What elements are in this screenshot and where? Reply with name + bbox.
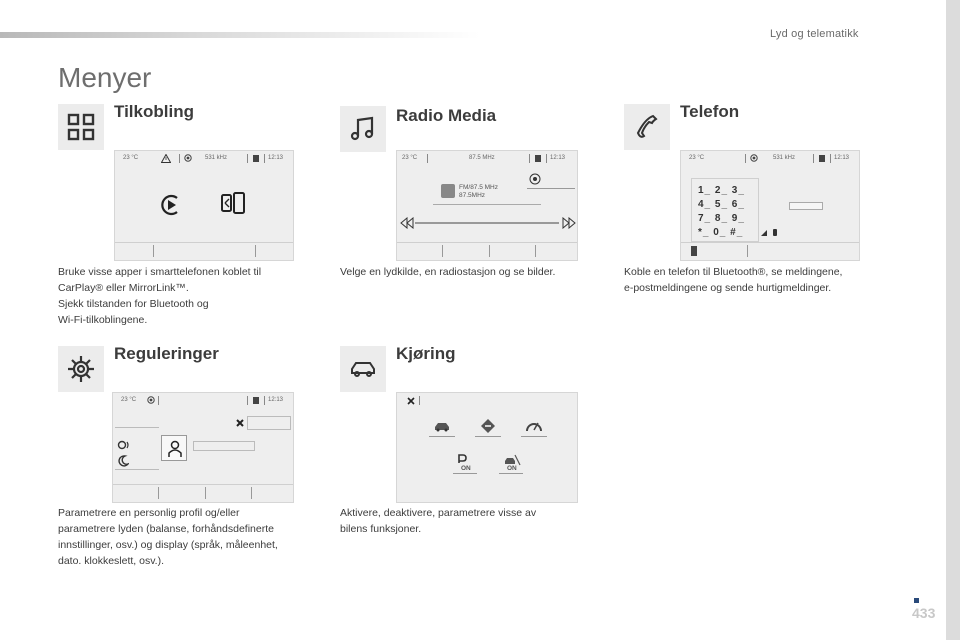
clock-readout: 12:13 [268, 155, 284, 161]
moon-icon[interactable] [117, 455, 129, 467]
tilkobling-screen: 23 °C 531 kHz 12:13 [114, 150, 294, 261]
keypad-row-4[interactable]: *_ 0_ #_ [698, 227, 744, 238]
number-field[interactable] [789, 202, 823, 210]
park-assist-icon[interactable] [457, 453, 473, 465]
telefon-title: Telefon [680, 102, 740, 121]
phone-handset-icon [624, 104, 670, 150]
music-note-icon [340, 106, 386, 152]
grid-icon [58, 104, 104, 150]
telefon-screen: 23 °C 531 kHz 12:13 1_ 2_ 3_ 4_ 5_ 6_ 7_… [680, 150, 860, 261]
telefon-tabbar [681, 242, 859, 260]
reguleringer-screen: 23 °C 12:13 [112, 392, 294, 503]
temp-readout: 23 °C [121, 397, 137, 403]
car-icon [340, 346, 386, 392]
keypad-row-1[interactable]: 1_ 2_ 3_ [698, 185, 745, 196]
clock-readout: 12:13 [268, 397, 284, 403]
signal-icon [184, 154, 192, 162]
frequency-readout: 531 kHz [773, 155, 796, 161]
gear-icon [58, 346, 104, 392]
car-function-icon[interactable] [433, 417, 451, 435]
phone-status-icon [253, 155, 259, 162]
phone-status-icon [535, 155, 541, 162]
car-alert-icon[interactable] [503, 453, 521, 467]
station-frequency: 87.5MHz [459, 192, 486, 199]
park-assist-on-label: ON [461, 465, 471, 472]
radio-media-description: Velge en lydkilde, en radiostasjon og se… [340, 266, 556, 278]
section-header: Lyd og telematikk [770, 28, 859, 40]
reguleringer-title: Reguleringer [114, 344, 219, 363]
kjoring-title: Kjøring [396, 344, 456, 363]
phone-status-icon [819, 155, 825, 162]
seek-bar[interactable] [399, 217, 577, 229]
close-icon[interactable] [235, 418, 245, 428]
temp-readout: 23 °C [689, 155, 705, 161]
user-profile-icon [168, 440, 182, 457]
tilkobling-title: Tilkobling [114, 102, 194, 121]
status-bar: 23 °C 531 kHz 12:13 [681, 151, 859, 165]
status-bar: 23 °C 531 kHz 12:13 [115, 151, 293, 165]
carplay-icon[interactable] [159, 193, 183, 217]
reguleringer-description: Parametrere en personlig profil og/eller… [58, 507, 278, 567]
keypad[interactable]: 1_ 2_ 3_ 4_ 5_ 6_ 7_ 8_ 9_ *_ 0_ #_ [691, 178, 759, 242]
status-bar [397, 393, 577, 407]
car-alert-on-label: ON [507, 465, 517, 472]
status-bar: 23 °C 12:13 [113, 393, 293, 407]
signal-icon [147, 396, 155, 404]
tilkobling-tabbar [115, 242, 293, 260]
radio-media-title: Radio Media [396, 106, 497, 125]
temp-readout: 23 °C [402, 155, 418, 161]
close-icon[interactable] [407, 397, 415, 405]
clock-readout: 12:13 [834, 155, 850, 161]
station-name: FM/87.5 MHz [459, 184, 499, 191]
signal-icon [750, 154, 758, 162]
kjoring-description: Aktivere, deaktivere, parametrere visse … [340, 507, 537, 535]
reguleringer-tabbar [113, 484, 293, 502]
telefon-description: Koble en telefon til Bluetooth®, se meld… [624, 266, 843, 294]
kjoring-screen: ON ON [396, 392, 578, 503]
keypad-row-3[interactable]: 7_ 8_ 9_ [698, 213, 745, 224]
frequency-readout: 531 kHz [205, 155, 228, 161]
phone-status-icon [253, 397, 259, 404]
page-marker [914, 598, 919, 603]
page-number: 433 [912, 605, 936, 621]
sound-settings-icon[interactable] [117, 439, 131, 451]
station-logo-icon [441, 184, 455, 198]
keypad-row-2[interactable]: 4_ 5_ 6_ [698, 199, 745, 210]
phone-tab-icon[interactable] [689, 245, 699, 257]
radio-media-screen: 23 °C 87.5 MHz 12:13 FM/87.5 MHz 87.5MHz [396, 150, 578, 261]
warning-icon [161, 154, 171, 163]
frequency-readout: 87.5 MHz [469, 155, 495, 161]
battery-signal-icon [761, 229, 777, 236]
mirrorlink-icon[interactable] [219, 191, 247, 217]
profile-button[interactable] [161, 435, 187, 461]
header-rule [0, 32, 480, 38]
tilkobling-description: Bruke visse apper i smarttelefonen koble… [58, 266, 262, 326]
speedometer-icon[interactable] [525, 417, 543, 435]
page-edge-strip [946, 0, 960, 640]
radio-tabbar [397, 242, 577, 260]
clock-readout: 12:13 [550, 155, 566, 161]
radio-signal-icon [529, 173, 541, 185]
status-bar: 23 °C 87.5 MHz 12:13 [397, 151, 577, 165]
page-title: Menyer [58, 62, 152, 93]
lane-assist-icon[interactable] [479, 417, 497, 435]
temp-readout: 23 °C [123, 155, 139, 161]
